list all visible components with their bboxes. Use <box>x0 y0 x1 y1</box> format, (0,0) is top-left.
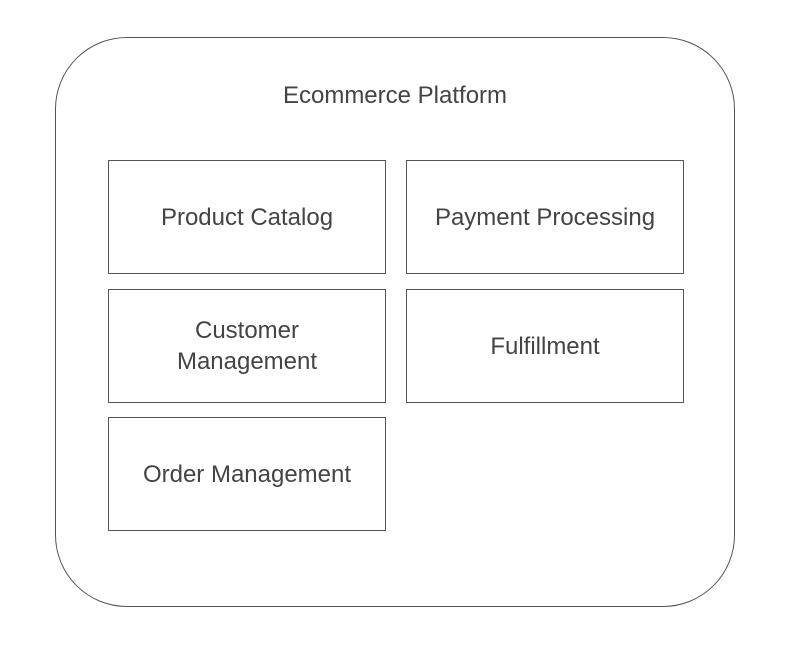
module-label: Customer Management <box>176 317 318 375</box>
module-label: Product Catalog <box>160 203 334 231</box>
module-product-catalog: Product Catalog <box>108 160 386 274</box>
platform-title: Ecommerce Platform <box>282 82 508 109</box>
module-customer-management: Customer Management <box>108 289 386 403</box>
module-fulfillment: Fulfillment <box>406 289 684 403</box>
module-payment-processing: Payment Processing <box>406 160 684 274</box>
module-label: Payment Processing <box>434 203 656 231</box>
module-label: Fulfillment <box>490 332 600 360</box>
module-label: Order Management <box>142 460 352 488</box>
module-order-management: Order Management <box>108 417 386 531</box>
